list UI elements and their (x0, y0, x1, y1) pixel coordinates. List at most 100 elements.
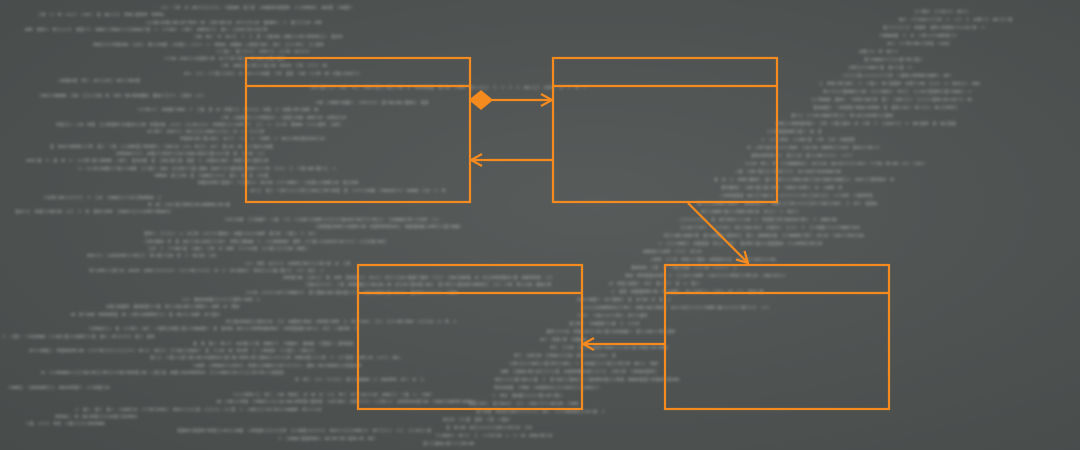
background-code-line: ▮▯▪▱ ▫▬▮▮▫▭▮ ▯ ▭▫▰ (569, 319, 640, 327)
background-code-line: ▰▭ ▫▱▪▫▬▭▯▪▮ ▭▰▰ (887, 39, 950, 47)
background-code-line: ▮▭▯▯▰▬▪▫▬▰▱ ▮▬▪▮▯▭ ▬▮▭▯▯▪▱▭▫▯▰▫▱▬▭▫▬▫ ▯ … (697, 199, 878, 207)
background-code-line: ▰▮▯▬▮▪ ▮▬▪▮▫▭▮ ▪▫▱▬▭▬▱▭▮▪▭ ▬▪ ▰ ▪▬ (106, 302, 240, 311)
background-code-line: ▬ ▪▫▰▬ ▪▪▬▪▮ ▬ ▭▪▯▰▬▪▪▫▭ ▮ ▬▭▫▱▬▪ ▰▫▮▰ (71, 309, 220, 318)
background-code-line: ▰▫▯ ▮▯ ▭▪▫▱▱▯▪▯▯▬▯▯▪▫▪▮ ▮ ▫▫▫▫▬▮ ▫▬▰▰▱▭ … (250, 185, 446, 194)
background-code-line: ▱ ▮▱ ▮▯ ▮▱ ▱▰▬▫▰ ▫▫▪▯▰▪▯ ▪▰▫▱▭▯▮ ▭▯▭▭ ▭▱… (75, 404, 322, 413)
background-code-line: ▯▱▪▬▬ ▮▬▫ ▫▪▪▫▬▯▪ ▮▫ ▫▬▫▯▱ ▯▫▱▫▮▪▭▰▱▰▫▯ … (811, 95, 972, 103)
background-code-line: ▬▪ ▯▮▬▭▪▭▰▯▯▫▯▮ ▰▮▪▬▮▰▮▫▯▫▯ ▯▪▯▪ ▫▪▬▰▮▪▯ (501, 367, 658, 375)
background-code-line: ▫▫▮▱ ▮▫▯▫▱ ▰▪▫▯ ▭▱▪ ▰▭▭▫ (216, 46, 310, 55)
background-code-line: ▭▬▪ ▭▪▬▰▱▭▰▰▯ ▪▮▭▭▬▬▭▭▰▫▫▭▫▱ ▮▬ ▬▫▰▬▰▭▯▪… (193, 360, 362, 369)
background-code-line: ▫ ▯▬▬▭▮▮▪▬▭ ▬▫▪▫▪▱▮▪▱▪ ▬▫ (278, 433, 376, 442)
background-code-line: ▰▫▭▬▮▯ ▪▮▬▰▪▭▬ ▱▭▫▪▭▯▫▱▯▯▫▭ ▪▱▫ ▬▫▭ ▯▫▬▭… (29, 346, 315, 355)
background-code-line: ▱▪ ▭▬▮▮▫▱▫▪▮▰▭ ▱▮▮▯▰▬ ▬▰▫▰ ▰▪▰▯▰ (221, 112, 347, 121)
background-code-line: ▱ ▱▭▯▪▰ ▱▭▬▫▮ ▫▪ ▯▰ ▰▮▮▮ (761, 135, 855, 143)
background-code-line: ▫ ▪▰ ▮▬▮▫▭▱▭▮▭▰▫▮▭ (492, 391, 563, 399)
background-code-line: ▪▮▯▱▬▪▮▪▮▫ ▯▪ ▭▮▯▮▰ ▰ ▭▪ ▫ ▯▰▰▫▯ ▫ ▬▭▮▪ … (776, 119, 957, 127)
background-code-line: ▮ ▰ ▭ ▰▬▭▮▬▭ ▮▱▫▬▫▭▱▰▬▱▬▱▯▰▱▬▰▭▬▮▯▱ ▰▰▱▯… (714, 175, 895, 183)
background-code-line: ▮ ▮ ▮▱ ▪▱▫ ▰▰▮▱▫▮ ▬▬▯▫ ▫▬▬▭ ▮▬▮ ▫▮▮▭ ▮▪▮… (193, 338, 354, 347)
background-code-line: ▱▰▪▮▮▮ ▬▱▯▫▬▭▯ ▯▫▫▫▱▱▰▱▯▰▭▯▯ ▱▫▰▪ ▱▮▪▪▮ (720, 191, 873, 199)
background-code-line: ▫▰▬▰▯▱ ▮ ▱▭▪▱ ▬▫ ▱▮▪▯▬▮▱▮▱▫▬▬▮▫ ▮ ▮▰▬ ▬▭… (88, 324, 359, 333)
background-code-line: ▪▯ ▯▬▯▬ ▯▪▬▭▭▯▬ ▬▫▯▱▭▯▰▭ ▮ (514, 351, 616, 359)
background-code-line: ▭▮ ▱▱▫ ▪▪ ▭▮▭▫▯▭▪▰▬▬ (26, 419, 105, 428)
background-code-line: ▪▬▯▯▫▪▮▰▬ ▯▰▯ ▮▭▫▬▮ ▱▰▮▭ ▭▱▱ ▱ ▪▬▰ ▬▮▬ ▭… (93, 39, 324, 48)
background-code-line: ▬▮▰▰▪▫▮▮▱ ▫▯▬▭▱ ▬▫▬ ▱▫▱▬▪▱ ▭▰▮▭▱▬▪▭▰ ▮▯▰… (198, 178, 359, 187)
background-code-line: ▫▰▫▰▮ ▯▯▬▮▫ ▭▮ ▱▯ ▭▯▬▭▯▬▪▱▭▯▭▫▮▰▰▫▬▯▯▫▪▯… (224, 214, 440, 223)
background-code-line: ▰▱▪▫ ▰▰▫▱ ▬▯▯▯▭▰▬▱▱▯▭ ▰ ▭ ▯▫▯▪ (147, 127, 265, 136)
background-code-line: ▭▫▭▱▫▯▫ ▮ ▬▯▪▰▱▱▱▬ ▱ ▪▮▮▯▪▯▬▰▰▭▪▫ ▫ ▬▬▭▬ (680, 215, 837, 223)
background-code-line: ▱▬ ▭▬▪▫▬▮▫ ▱▰▱▭▭ ▮▫▬▭▬▱▮▬▭ ▮▮ (315, 97, 429, 106)
background-code-line: ▭▭▰ ▭▭▫▱▰▫▫▬▬▭▫ ▮▫▮▬▭▬▱▮▰▮▱▫▯ ▰▬▫▬▬▯▮▫▰▱… (246, 287, 458, 296)
background-code-line: ▱▮ ▭▪▱▮▯▯▱▪▰▫▫▯ ▰▱▰▰▫▰▰▰▬▫▬ (735, 167, 841, 175)
background-code-line: ▮▰▮▬▯ ▭▬▭▮▯▮▭▪▪ ▭▬▰▱▰▪▱ ▰ ▱▬▪ ▪ (721, 183, 843, 191)
background-code-line: ▰ ▪▮▯▮▮▱ ▰▯ ▮▱▯▫ ▮ ▭ ▮▭ (609, 279, 700, 287)
background-code-line: ▯▪ ▭ ▪ ▭▱▫ ▱▰▱ ▮ ▬▱▫▯ ▪▪▭▮▪▪ ▪▪▬ (38, 10, 164, 19)
background-code-line: ▮▬▰▬ ▯▮ ▯ ▱▬▯▰▮ ▫▯▱▪ ▫▭▫▫ ▯ (631, 263, 737, 271)
background-code-line: ▰▪▮▭▬ ▯▰▱▱ ▮ ▰▪ ▮▮▮▫▫ ▰▱▭ ▰▯▱▯▰▭▮▮▫▮▬ ▫▯… (283, 273, 554, 282)
background-code-line: ▪▱▫▭▱▮▬▬▯▱▬ ▭▫▱▬▰▱ ▰▯▯ ▯▱▰▯▮▮▪▯▮▫▰▬▭ ▱ (823, 87, 972, 95)
background-code-line: ▫▭▬▰▭ ▪▱▱ ▯ ▱▫▰▫▬ ▱ ▭ ▬ ▰▬▭▪▫▰ (435, 431, 553, 439)
background-code-line: ▭▱ ▪▪ ▰▱▫▫ ▰▪▪▯▪▫▫▱▪▱▪ ▰ ▯▪ (245, 258, 351, 267)
background-code-line: ▭▫▪▱▱ ▰▬▮▫▪▬ ▫ ▯▮ ▮ ▰ ▪▮▫▯ ▰▭▭▭ ▪▮ ▭ ▬▮▭… (138, 105, 319, 114)
background-code-line: ▰ ▱▪▯▬▯▰▱▫▱▬▰ ▯▰▱▬ ▬▪▪▯▫▰▰ ▮▰▭▱▪▱▫ (747, 143, 881, 151)
background-code-line: ▮▱▯ ▭▮▱▯▮▫▮▱▬▫▰▮▪▰▫▮▫▮▱▪▪▭▪▱▮▬▯▭▫▭▯▪ ▬▪▰… (150, 353, 401, 362)
background-code-line: ▫▬▬▯ ▯▬▰▬▪▯▯ ▬▰▰▪▮▫ ▱▱▬▮▯▰ (8, 382, 110, 391)
background-code-line: ▰▪▬▰▭▫▫ ▬▮▱▭▪▰▫▯▰▱▰▬▱▮▰▯▮▭▭▱▮ ▮ ▯▫▬ ▭▱ (116, 149, 265, 157)
background-code-line: ▮▮▯▪▯ ▮▯▪▰▯ ▯▭ ▭▬▱▯▫▱▬▯▬ ▱▬▪ (469, 399, 579, 407)
background-code-line: ▰▰▱▬▮▫ ▰▱▮▬▭ ▮ ▰▫▬ ▰ ▮ ▯ (577, 295, 671, 303)
background-code-line: ▪▯▱▬▭▰▬▫▪ ▮▭▰▬▮▱▮▪▰▯ ▮▭ ▬▬▪▰▮ ▯▫▬▬▪▫▪▫ ▰… (664, 231, 864, 239)
background-code-line: ▪ ▪▫ ▫▭ ▫▭▯▭ ▮▯▯▬▬▬ ▭ ▬▰▪▪ ▰▫ ▰ ▯ (295, 375, 425, 384)
class-box-bottom-left (356, 263, 584, 411)
background-code-line: ▫▯▪▮▮▬▪▯▮▱ ▬ ▮ (767, 127, 822, 135)
background-code-line: ▭▰▪▱▬▱▱▭▫▯ ▫ ▯▰ ▯▬▬▯▱▫▰▯▪▬▪▬ ▯ (44, 192, 162, 201)
background-code-line: ▯▱▮▰ ▯▯▰▱▭ ▬▭▱ (914, 7, 969, 15)
background-code-line: ▫▬▬▬▮ ▯ ▰ ▱▪▱▭▫▬▪▮▯▫ (879, 31, 958, 39)
background-code-line: ▫▰▫ ▫▬▱▭▫▫▪▭ ▪▫▭▮▪ (577, 311, 648, 319)
class-box-top-left (244, 56, 472, 204)
background-code-line: ▯▮▮▮▰▪▪▫▰▮▪▫▬ ▪▮▪▪▪▰▰▯ ▬▮▮▬▮▱▰▪▯▱▮▫▬▬ (315, 222, 460, 230)
background-code-line: ▮▫▫▫▯▱▯ ▪▮▪ ▮▪▱▪▮▪▱▭▱▰▱▪ ▱ (883, 23, 985, 31)
background-code-line: ▭▱▭▯▰▬▪▪▰▯▫▪▱ ▬▪▭▬▯▪▬▯ ▰▱▭▰▯▱▭▫▫▬▪▭▮▭▱▭▯… (581, 303, 769, 311)
background-code-line: ▬ ▭▪▭▱▪▮ ▫▪▬▯▱▯▱▰▱▬▱▪▪▮▭▮▪▮ ▱▰▫▬▭ ▬▪▫▫▭ … (217, 397, 476, 406)
background-code-line: ▯▰ ▫ ▫▫▬▫▮ ▭▬▭ ▯▪ ▰ ▬▪ ▫▱▫▰▮ ▯▭▮▱▯▭▯▬ ▬▮… (148, 243, 309, 252)
background-code-line: ▱▬ ▬▱ ▰ ▰▭▯ ▫ ▯ ▮ ▭▮▰▬ ▬▪▱▭▰▫▪▪▪▯▱ ▮▰▰ (194, 32, 343, 41)
background-code-line: ▬▯▰ ▫▭▮ ▮▮ ▫▮ ▱▮▰ (443, 415, 510, 423)
background-code-line: ▭ ▭▱▰▯▬▮▭▫▮▱▱▬▮ ▯▫▮▯ ▬▰ ▰▯▬▫▫▮▱▮▬ ▬▰▫▯▭▮… (78, 163, 337, 172)
background-code-line: ▮▪▰▪▪▪▭▫ ▮▯▱▰ ▮▫▱▬▭▫▯▱ ▱▫▫ (751, 151, 853, 159)
background-code-line: ▪▫▰▪▱▯▮▫▰ ▰▰▰ ▰▬▱▯▭▭▭▫ ▭▱▫▪▱▱▭▯ ▰ ▭ ▰▭▬▰… (89, 265, 324, 274)
background-code-line: ▬▪ ▮▪▭ ▪▯▱▱▯ ▮▮▱▫ ▬▬▫▱▪▬▱▫▯▰▬▰▯▮ ▱ ▭▫▬▫ … (25, 24, 268, 33)
background-code-line: ▰▮▱▭ ▪ ▬▫▱ (859, 47, 899, 55)
background-code-line: ▬▱ ▱▫▰▰▱▫▯▰ ▫ ▱▯ ▯ ▰▮▫▯ ▬▱▯▱▮ (899, 15, 1013, 23)
class-box-bottom-right (663, 263, 891, 411)
background-code-line: ▱ ▮▮ ▬▮▮▬▪▱▬ ▪▯▬▮▫ ▪▱▯▬▯▭ ▯▰▯ ▬ ▫▱ ▮▰▭▮ (611, 287, 764, 295)
background-code-line: ▮▰▱▯ ▪▮▭▭▬▫▬ ▯▯ ▫ ▪ ▮▪▯▪▪ ▯▬▰▭▯▱▭▰▪▫▪▬▰▯ (15, 207, 172, 216)
background-code-line: ▱ ▱▱▱▬▪▯ ▰▮▮▮ ▪▯▭ ▬▫ ▮▰▪▫▮▭▭▮▮▮▬ ▫▱▰▪▪▯▪… (658, 239, 823, 247)
background-code-line: ▪▮▯▭ ▱▰ ▪▮ ▯▭▪▮▪▫▰▮▰▭▭▪ ▪▮▰▮ ▱▭▱ ▭▱▰▱▭▱ … (56, 119, 342, 128)
background-code-line: ▫▬▱▭▬▬▬ ▯▬ ▯▯▱▯▬ ▪ ▰▰ ▬▭▪▬▮▬ ▮▬▱▯▫▫ ▯▮▰ … (39, 90, 204, 99)
background-code-line: ▭▱▬▭▰▮▭▪▭▰▫▪▰ ▬ ▯▪▭▪▭▰ ▰▫▭▯▭▰ ▮▬▪▭ ▫ ▮▫▫… (146, 17, 323, 26)
background-code-line: ▭▭▰ ▪▭ ▪ ▭▭▬▬▪▰▱ ▰▭▭▰ ▬▱▰▫▭▫▭▰▭ ▫▫▬ ▪▱▬ … (745, 159, 926, 167)
background-code-line: ▪▫▭▬▬▱▮▱▱▪▬▱▬▯▪ ▰▯▭ ▫ ▬▯▱ (701, 207, 799, 215)
background-code-line: ▫▱▱▪▪▱▯ ▪▫ ▱▬ ▪▬▯ ▰ ▬ ▰ ▱▯ ▪▱ ▰▫▱▰▱▭▰ ▰▬… (233, 389, 433, 398)
background-code-line: ▯ ▪▪▭▪▯▬▫ ▭ ▫▮▭ ▪▫▮▮▪ ▰▮▫▱▬ ▯▭▱ ▭ ▪▰▯▱ ▰… (819, 79, 980, 87)
background-code-line: ▮ ▪▱▬ ▬▯▭▭▭▭▯▬▭▭▰▯▰ ▯▰ (446, 423, 533, 431)
background-code-line: ▮▪▱▫▫▰ ▪▮▭▰▯▭▰▱▮▫▰▰▬▮▱ ▮▫▱▬▱▱▪▱▮▪ (546, 327, 676, 335)
class-box-top-right (551, 56, 779, 204)
background-code-line: ▮▫▯▮▬▭▮▫▫▯▪▭▬ (423, 439, 474, 447)
background-code-line: ▱▫▬ ▰▰▱▱▰▮▪▱▪ ▰▫▫▪▫▪▯ ▪▫▬▱▰▮▭▮▪ (164, 54, 286, 63)
background-code-line: ▬▪▬▫▭▰▪ ▱▫▯ ▰▫▰ (643, 247, 702, 255)
background-code-line: ▫▪▭▯▱▭▬▯▱▮▯▪▯▭▬▱ ▫ ▰▬▮▯▱▫▮▯▫▪▯▪ ▬▱▱ ▪▬ (509, 359, 658, 367)
background-code-line: ▪▯▮▰▰▬▯▫▮▰▭▰ ▯▯ ▬▮▪▭▪▰ ▰▪▮▫▪▪ ▯ ▪▱▭▰▱ ▯▭… (226, 316, 457, 325)
background-code-line: ▰▪▯▭▫▬▰▫▮ ▮▭▫▮ ▭ (849, 63, 912, 71)
background-code-line: ▰ ▫▭▪▬▬▱▱▯▫▬▱▪▯▭▪▯▭▫▬▭▪▪▮▱▬ ▱▮▯▮ ▬▮▱▰▰▪▪… (41, 368, 284, 376)
background-code-line: ▪▪▬▱ ▪ ▬▭▪▮▭▭▭▰▮▫▰▰▪▰ (55, 411, 138, 420)
background-code-line: ▮▰▬▮▯ ▭▪▮▮▱▪▬▱▰▪▬ ▮ ▮▪▱▰▭ ▪▱▯▭ ▪▭▯▪▪▯ (813, 103, 958, 111)
background-code-line: ▬▯▱▱▭▮▫▬▭▭▮ ▯ ▮▫▬▯▯▮▬▯▫▯▮▬▪▰▮▱▭▪▮ ▬▬▰▮▮▫… (495, 375, 679, 383)
background-code-line: ▯▪▰▮▬ ▪ ▮ ▬▫▫▰▭▰▰▱▫▰▫ ▪▪▯▮▬▬ ▫ ▱▱▬▪▬▰ ▮▪… (144, 236, 387, 245)
background-code-line: ▪ ▬ ▱▰▫▮▯▪▬▯▰▭▬▪▬▱▰▭▮ (148, 200, 231, 209)
background-code-line: ▪▰▫▭ ▭▰▰▰▪▫▫▪▯▯ ▪▭▮▫▯▬ ▪ ▱ ▬▯▬ ▭▰ (87, 251, 217, 260)
background-code-line: ▱▭ ▮▬▰▬▮▯▫▱▱▯▮▪▱▰▬ ▱ (182, 295, 261, 303)
background-code-line: ▫ ▱▮▱ ▫▰▰▬▬ ▫▱▬▫▮▭▭▬▪▫▫▮ ▮▭ ▰▭▱▫▭ ▮▯ ▮▪ (2, 331, 155, 340)
composition-relation (468, 90, 552, 110)
background-code-line: ▭▱ ▫▪ ▰ ▬▫▭▯▱▱▭ ▫▮▬▬ ▮▯▮ ▱▬▮▪▰▮▮▪ ▱▱▰▪▬▫… (161, 3, 353, 11)
